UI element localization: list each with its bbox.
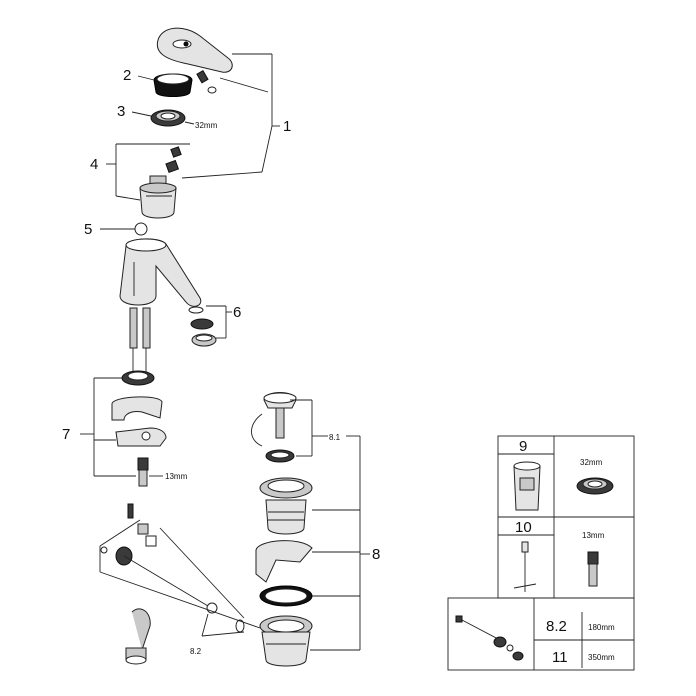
callout-2-leader xyxy=(137,75,155,81)
handle-screw xyxy=(196,69,217,94)
fixing-set xyxy=(111,370,167,487)
item-9-dimension: 32mm xyxy=(580,458,603,467)
length-row-1-length: 180mm xyxy=(588,623,615,632)
pop-up-plug xyxy=(263,392,297,463)
ring-32-leader xyxy=(184,121,195,125)
callout-1-bracket xyxy=(181,53,280,179)
cartridge xyxy=(139,146,182,219)
item-9-number: 9 xyxy=(519,438,527,455)
item-10-number: 10 xyxy=(515,519,532,536)
gasket-ring xyxy=(259,585,313,607)
indicator-ball xyxy=(134,222,148,236)
callout-7: 7 xyxy=(62,426,70,443)
callout-3: 3 xyxy=(117,103,125,120)
length-table-rod-assembly xyxy=(455,615,524,661)
item-9-cartridge-adapter xyxy=(513,461,541,511)
callout-8-2: 8.2 xyxy=(190,647,202,656)
callout-2: 2 xyxy=(123,67,131,84)
callout-6: 6 xyxy=(233,304,241,321)
length-row-2-length: 350mm xyxy=(588,653,615,662)
spindle-dimension-label: 13mm xyxy=(165,472,188,481)
clamp-bracket xyxy=(255,540,313,583)
aerator xyxy=(188,306,217,347)
ring-dimension-label: 32mm xyxy=(195,121,218,130)
lever-handle xyxy=(156,27,233,73)
escutcheon-cap xyxy=(153,73,193,97)
item-10-dimension: 13mm xyxy=(582,531,605,540)
waste-body xyxy=(259,477,313,535)
item-10-spindle-tool xyxy=(513,541,537,592)
nut-ring xyxy=(150,109,186,127)
callout-8-bracket xyxy=(290,399,370,651)
tap-body xyxy=(119,238,202,307)
item-10-spindle xyxy=(587,551,599,587)
length-row-1-part: 8.2 xyxy=(546,618,567,635)
waste-nut xyxy=(259,615,313,667)
callout-1: 1 xyxy=(283,118,291,135)
callout-4-bracket xyxy=(106,143,190,201)
length-row-2-part: 11 xyxy=(552,649,568,666)
callout-8-1: 8.1 xyxy=(329,433,341,442)
length-table xyxy=(447,597,635,671)
pop-up-rod-assembly xyxy=(100,503,245,633)
callout-7-bracket xyxy=(80,377,136,477)
spare-parts-table xyxy=(497,435,635,599)
callout-3-leader xyxy=(131,111,152,117)
flexible-hoses xyxy=(129,307,151,372)
callout-5: 5 xyxy=(84,221,92,238)
callout-8-2-bracket xyxy=(201,613,245,637)
rotation-arrow xyxy=(251,413,263,447)
hose-connectors xyxy=(125,608,151,665)
callout-4: 4 xyxy=(90,156,98,173)
assembly-outline xyxy=(99,519,261,629)
callout-8: 8 xyxy=(372,546,380,563)
callout-6-bracket xyxy=(206,305,232,339)
item-9-ring xyxy=(576,477,614,495)
